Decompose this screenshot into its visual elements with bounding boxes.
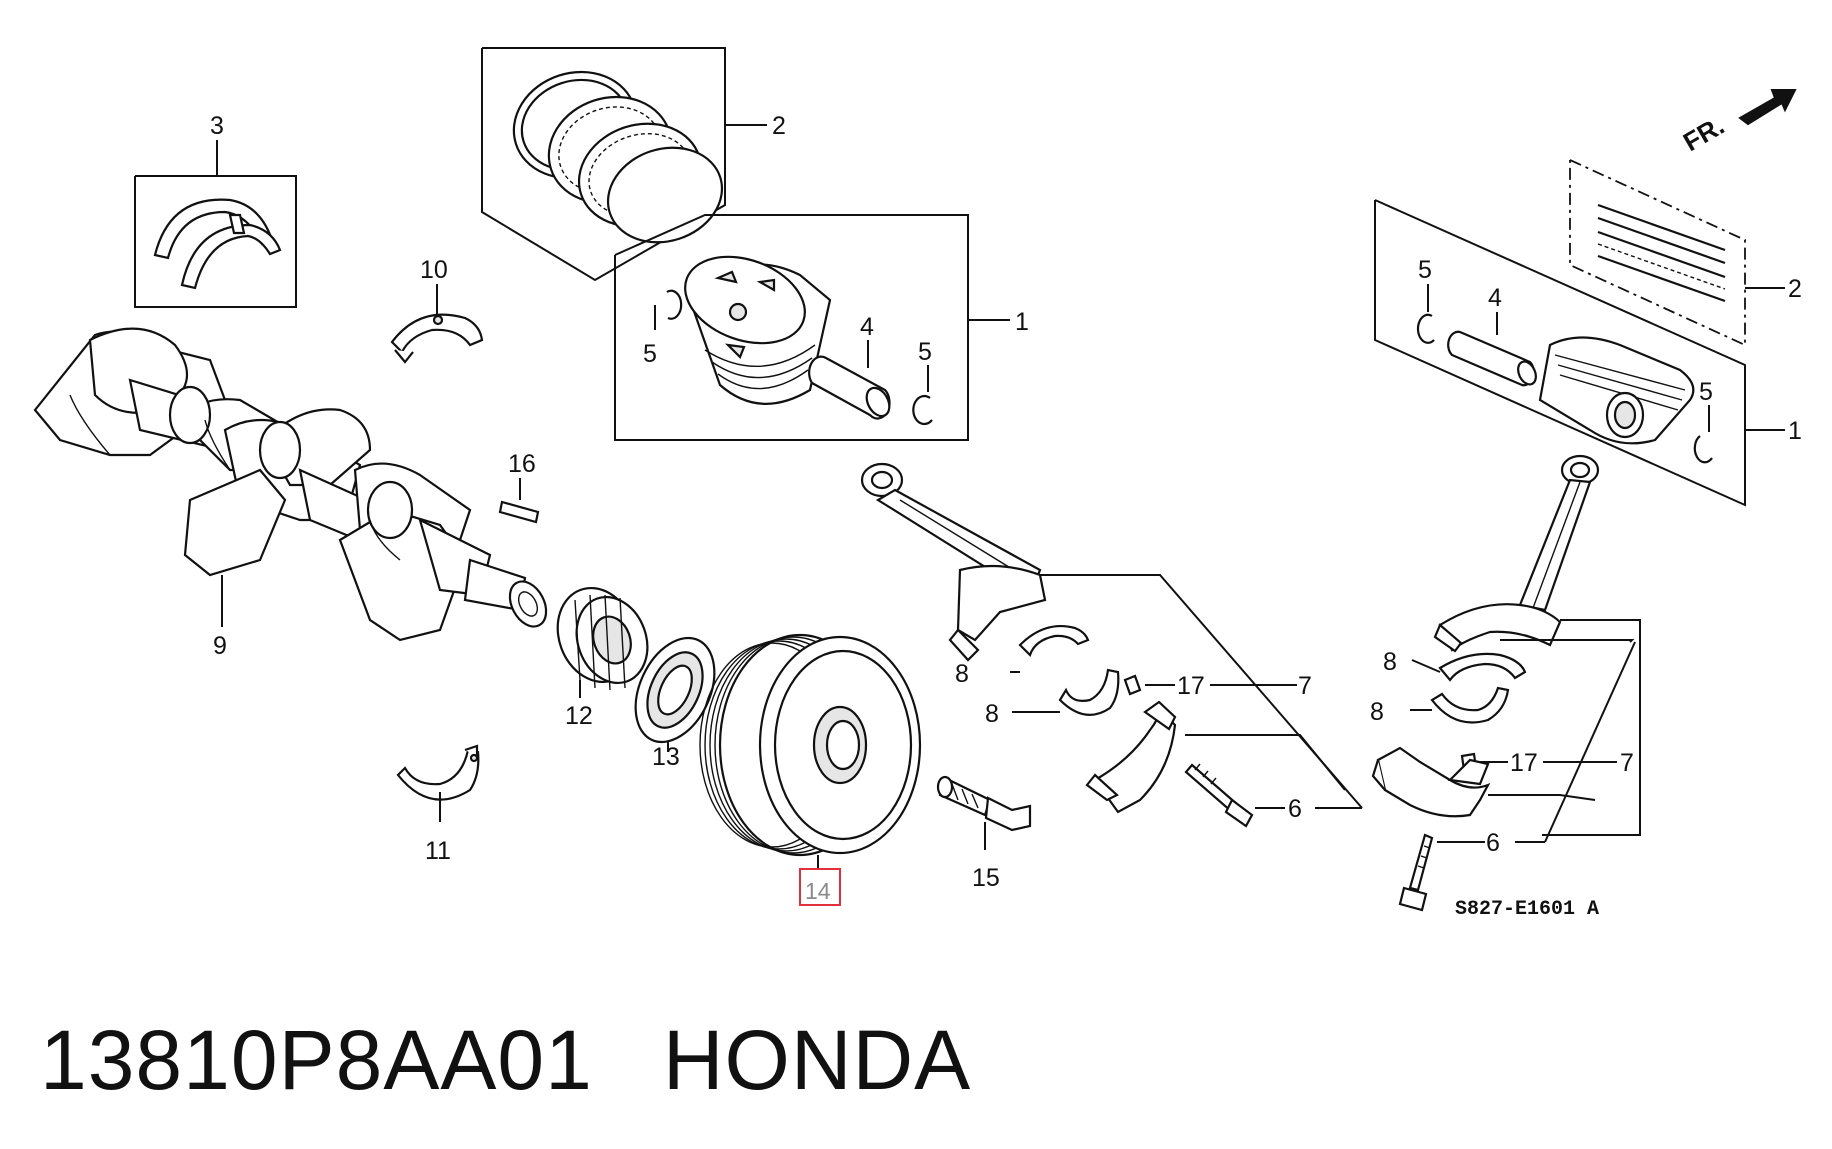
callout-5-d: 5 <box>1699 378 1713 406</box>
callout-17-a: 17 <box>1177 672 1205 700</box>
conrod-bolt-right[interactable] <box>1398 833 1434 912</box>
conrod-cap-left[interactable] <box>1085 700 1177 814</box>
conrod-bearing-upper-right[interactable] <box>1438 652 1527 682</box>
thrust-washer[interactable] <box>153 198 282 290</box>
conrod-bearing-lower-left[interactable] <box>1058 668 1120 716</box>
snap-ring-left-b[interactable] <box>912 394 933 426</box>
main-bearing-lower[interactable] <box>396 744 480 801</box>
part-number: 13810P8AA01 <box>40 1013 593 1107</box>
callout-5-b: 5 <box>918 338 932 366</box>
crankshaft[interactable] <box>33 327 553 642</box>
timing-belt-drive-pulley[interactable] <box>545 577 659 693</box>
drawing-code: S827-E1601 A <box>1455 898 1599 921</box>
conrod-bolt-left[interactable] <box>1184 763 1254 828</box>
callout-8-c: 8 <box>1383 648 1397 676</box>
callout-8-a: 8 <box>955 660 969 688</box>
callout-13: 13 <box>652 743 680 771</box>
piston-right[interactable] <box>1538 336 1695 445</box>
callout-6-a: 6 <box>1288 795 1302 823</box>
piston-assembly-box-left <box>614 214 969 441</box>
callout-4-right: 4 <box>1488 284 1502 312</box>
pulley-bolt[interactable] <box>936 775 1032 832</box>
callout-2-left: 2 <box>772 112 786 140</box>
callout-5-a: 5 <box>643 340 657 368</box>
conrod-bearing-lower-right[interactable] <box>1430 686 1510 724</box>
front-arrow-icon <box>1738 89 1797 126</box>
connecting-rod-left[interactable] <box>860 462 1047 662</box>
part-caption: 13810P8AA01 HONDA <box>40 1012 971 1109</box>
oil-seal[interactable] <box>620 625 730 754</box>
brand-name: HONDA <box>662 1013 972 1107</box>
callout-3: 3 <box>210 112 224 140</box>
piston-ring-set-left[interactable] <box>481 47 734 282</box>
conrod-bearing-upper-left[interactable] <box>1018 624 1090 658</box>
dowel-pin-left[interactable] <box>1123 674 1142 696</box>
piston-ring-set-right[interactable] <box>1569 159 1746 347</box>
crankshaft-pulley[interactable] <box>699 633 922 857</box>
callout-16: 16 <box>508 450 536 478</box>
callout-15: 15 <box>972 864 1000 892</box>
callout-2-right: 2 <box>1788 275 1802 303</box>
callout-8-b: 8 <box>985 700 999 728</box>
callout-1-left: 1 <box>1015 308 1029 336</box>
callout-1-right: 1 <box>1788 417 1802 445</box>
callout-8-d: 8 <box>1370 698 1384 726</box>
thrust-washer-box <box>134 175 297 308</box>
snap-ring-right-b[interactable] <box>1693 435 1713 464</box>
highlight-box <box>799 868 841 906</box>
callout-6-b: 6 <box>1486 829 1500 857</box>
main-bearing-upper[interactable] <box>390 313 484 364</box>
piston-assembly-box-right <box>1374 199 1746 507</box>
callout-14: 14 <box>805 878 831 904</box>
connecting-rod-right[interactable] <box>1433 454 1600 653</box>
callout-17-b: 17 <box>1510 749 1538 777</box>
piston-pin-left[interactable] <box>808 355 894 420</box>
snap-ring-right-a[interactable] <box>1416 313 1435 344</box>
callout-11: 11 <box>425 837 451 865</box>
front-marker-text: FR. <box>1678 110 1729 157</box>
snap-ring-left-a[interactable] <box>666 289 683 320</box>
front-direction-marker: FR. <box>1678 89 1797 157</box>
callout-12: 12 <box>565 702 593 730</box>
callout-4-left: 4 <box>860 313 874 341</box>
piston-pin-right[interactable] <box>1447 330 1539 387</box>
callout-10: 10 <box>420 256 448 284</box>
callout-9: 9 <box>213 632 227 660</box>
conrod-cap-right[interactable] <box>1371 746 1491 818</box>
piston-left[interactable] <box>673 241 832 405</box>
callout-7-b: 7 <box>1620 749 1634 777</box>
woodruff-key[interactable] <box>498 500 540 524</box>
callout-5-c: 5 <box>1418 256 1432 284</box>
callout-7-a: 7 <box>1298 672 1312 700</box>
